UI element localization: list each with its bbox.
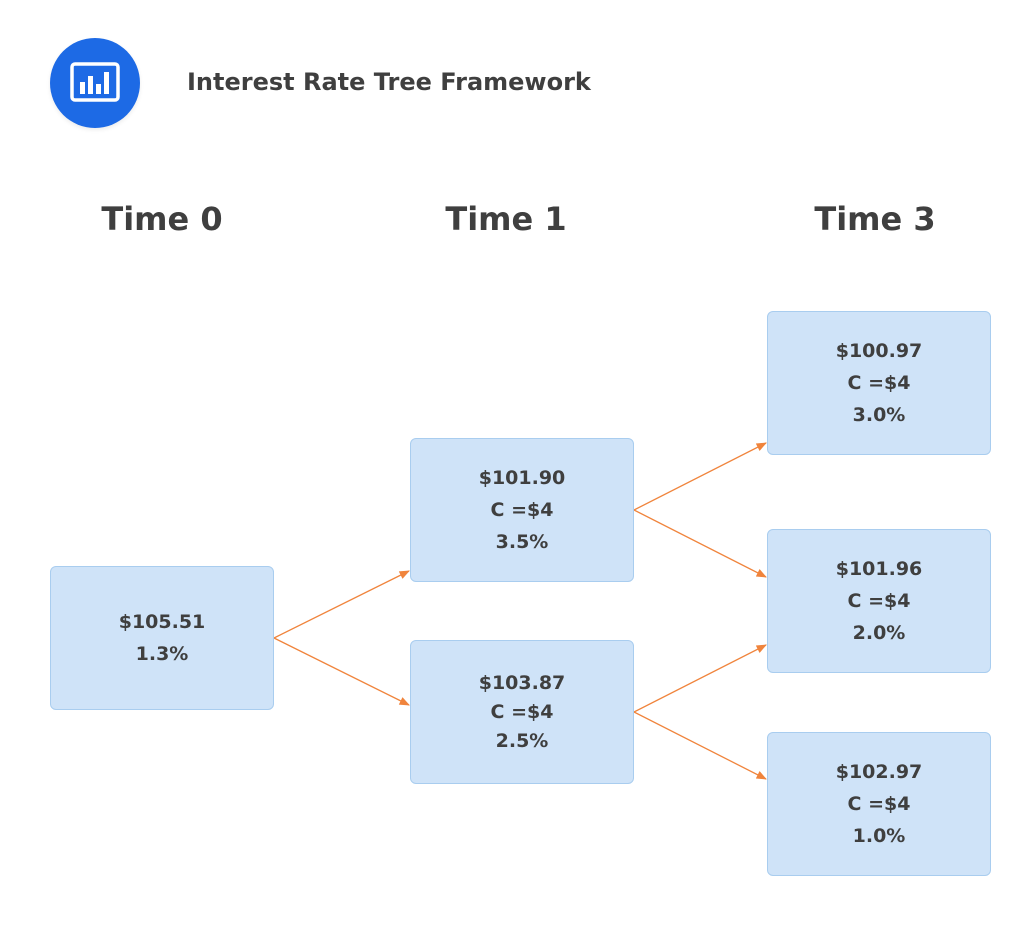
column-header-time-1: Time 1	[445, 200, 567, 238]
node-coupon: C =$4	[847, 793, 911, 815]
node-rate: 2.0%	[852, 622, 906, 644]
edge-t1_down-to-t3_dd	[633, 711, 767, 780]
column-header-time-0: Time 0	[101, 200, 223, 238]
edge-t1_down-to-t3_ud	[633, 644, 767, 713]
tree-node-time-3-up-up: $100.97 C =$4 3.0%	[767, 311, 991, 455]
tree-node-time-1-down: $103.87 C =$4 2.5%	[410, 640, 634, 784]
tree-node-time-3-up-down: $101.96 C =$4 2.0%	[767, 529, 991, 673]
node-coupon: C =$4	[490, 700, 554, 723]
node-price: $105.51	[118, 611, 206, 633]
edge-t0-to-t1_down	[273, 637, 410, 706]
node-price: $103.87	[478, 671, 566, 694]
node-rate: 1.0%	[852, 825, 906, 847]
node-coupon: C =$4	[847, 372, 911, 394]
node-price: $100.97	[835, 340, 923, 362]
node-price: $101.96	[835, 558, 923, 580]
column-header-time-3: Time 3	[814, 200, 936, 238]
node-rate: 3.5%	[495, 531, 549, 553]
tree-node-time-0: $105.51 1.3%	[50, 566, 274, 710]
page-title: Interest Rate Tree Framework	[187, 68, 591, 96]
edge-t1_up-to-t3_ud	[633, 509, 767, 578]
node-rate: 1.3%	[135, 643, 189, 665]
node-coupon: C =$4	[847, 590, 911, 612]
node-rate: 2.5%	[495, 729, 549, 752]
tree-node-time-3-down-down: $102.97 C =$4 1.0%	[767, 732, 991, 876]
edge-t0-to-t1_up	[273, 570, 410, 639]
logo	[50, 38, 140, 128]
tree-node-time-1-up: $101.90 C =$4 3.5%	[410, 438, 634, 582]
edge-t1_up-to-t3_uu	[633, 442, 767, 511]
bar-chart-icon	[70, 62, 120, 102]
node-price: $101.90	[478, 467, 566, 489]
node-price: $102.97	[835, 761, 923, 783]
node-coupon: C =$4	[490, 499, 554, 521]
node-rate: 3.0%	[852, 404, 906, 426]
